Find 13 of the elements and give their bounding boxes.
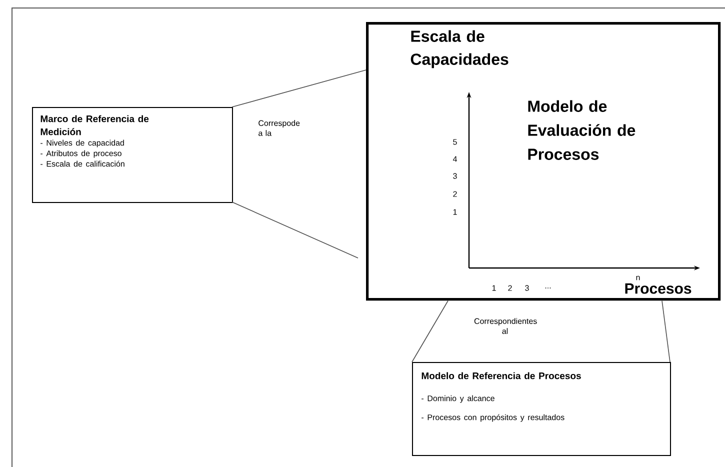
tick-label: 3 (525, 285, 529, 291)
tick-label: 3 (453, 173, 457, 179)
text-box: Marco de Referencia de Medición - Niveles de capacidad - Atributos de proceso - Escala de calificación (32, 107, 233, 203)
edge-label: Correspode a la (258, 120, 300, 136)
edge-label: Correspondientes al (474, 318, 537, 334)
tick-label: 5 (453, 139, 457, 145)
tick-label: n (636, 276, 640, 280)
tick-label: 2 (508, 285, 512, 291)
tick-label: 1 (492, 285, 496, 291)
tick-label: 4 (452, 156, 457, 162)
tick-label: 1 (453, 209, 457, 215)
text-box: Modelo de Referencia de Procesos - Dominio y alcance - Procesos con propósitos y resultados (412, 362, 671, 456)
tick-label: 2 (453, 191, 457, 197)
